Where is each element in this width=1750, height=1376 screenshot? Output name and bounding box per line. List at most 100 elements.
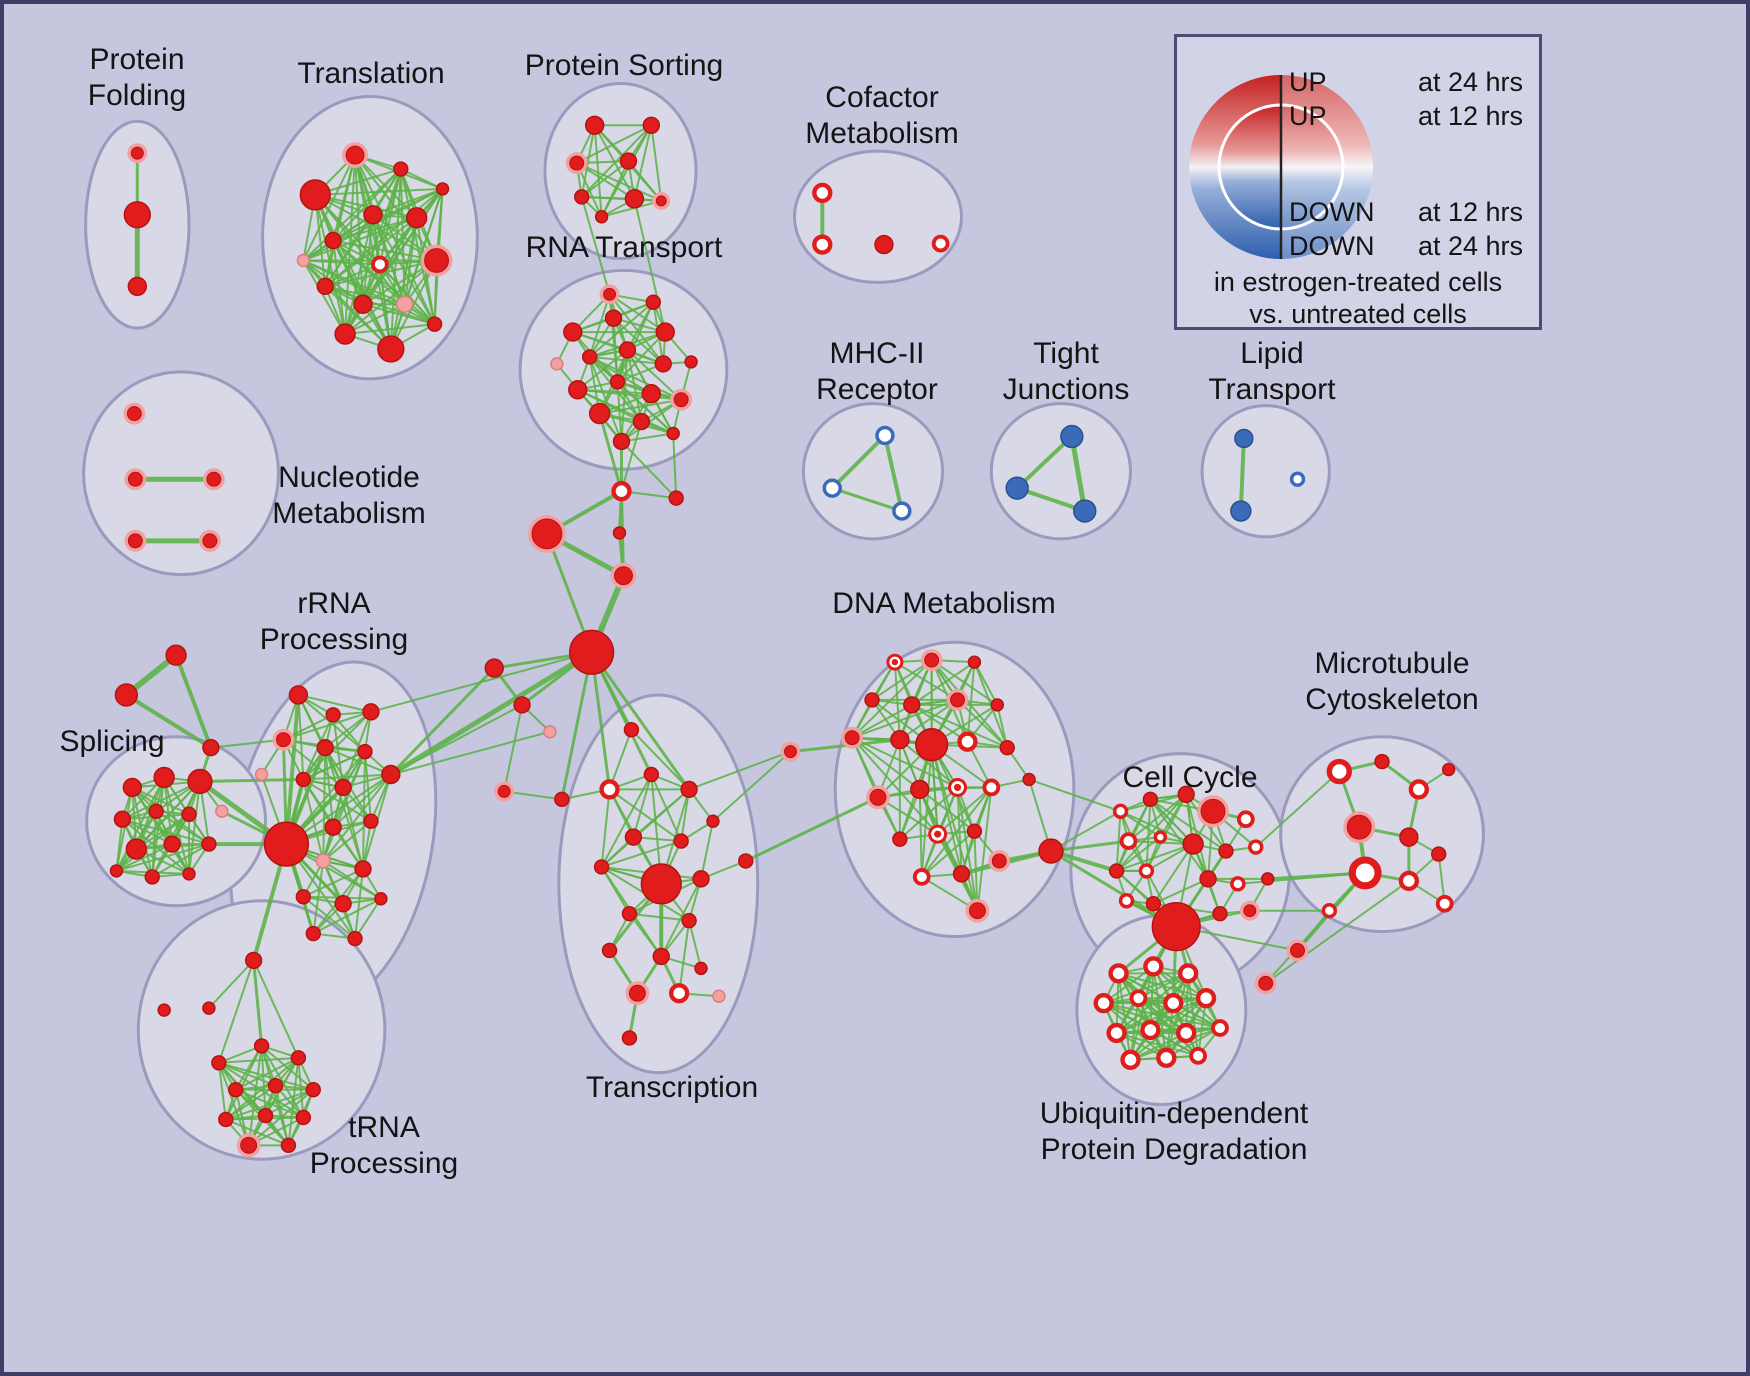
node-red [643,766,660,783]
node-ring [1348,856,1382,890]
edge [354,154,364,306]
edge [344,303,406,336]
node-red [621,905,638,922]
node-pink [254,767,269,782]
edge [1115,1002,1175,1034]
edge [930,743,979,912]
cluster-label-nucleotide-metabolism: Nucleotide Metabolism [272,461,426,530]
node-red [612,526,627,540]
node-red [324,818,342,836]
node-red [654,355,672,373]
edge [620,440,678,500]
edge [362,303,436,326]
node-ring [1120,1049,1141,1070]
node-red [148,803,164,819]
node-red [125,838,148,860]
edge [287,1056,300,1147]
legend-row-up-12: UP at 12 hrs [1289,101,1523,132]
node-red [257,1107,274,1124]
edge [608,293,665,365]
edge [1149,997,1208,1031]
node-halo [968,902,986,920]
node-red [513,696,531,714]
legend-time-label: at 12 hrs [1417,197,1523,227]
edge [851,698,959,739]
edge [851,736,921,791]
node-halo [1200,798,1226,824]
cluster-label-mhc-ii-receptor: MHC-II Receptor [816,337,938,406]
edge [600,788,611,868]
edge [660,877,703,958]
edge [1015,486,1087,514]
node-blue [1060,424,1084,449]
node-red [374,892,388,906]
node-red [182,867,196,881]
edge [620,398,683,443]
node-red [316,738,334,757]
node-halo [924,652,940,668]
edge [851,703,913,739]
node-red [114,683,139,707]
edge [302,778,372,823]
edge [302,259,364,306]
edge [1069,433,1088,514]
node-ring [1398,870,1420,892]
node-red [253,1038,270,1054]
node-red [673,833,689,849]
node-ring [1195,988,1217,1009]
edge [588,355,643,423]
edge [744,795,880,863]
node-red [999,739,1015,756]
edge [302,259,381,266]
edge [1049,839,1131,853]
node-red [187,768,213,795]
edge [575,162,636,200]
node-red [1145,896,1162,912]
node-ring [1321,902,1338,919]
edge [598,412,623,493]
node-bluering [822,478,842,498]
edge [302,259,436,326]
node-halo [603,287,617,301]
cluster-label-cofactor-metabolism: Cofactor Metabolism [805,81,959,150]
node-ring [957,731,978,752]
node-red [347,930,363,947]
network-canvas [82,82,1485,1161]
node-halo [130,146,144,160]
edge [302,187,444,262]
node-red [706,814,720,828]
node-pink [550,357,564,371]
edge [1115,1031,1200,1057]
node-red [181,806,197,822]
edge [302,168,402,262]
node-red [864,692,880,708]
node-red [681,912,697,929]
node-blue [1230,500,1252,522]
node-red [568,380,588,400]
node-halo [673,392,689,408]
node-halo [126,406,142,422]
node-halo [497,784,511,798]
node-red [435,182,450,196]
node-halo [424,248,449,273]
edge [910,661,976,706]
edge [588,293,611,358]
node-ring [1435,894,1454,913]
node-red [324,231,342,250]
node-red [584,115,605,135]
node-red [393,161,409,177]
edge [871,659,933,701]
node-red [290,1050,307,1066]
edge [115,813,191,872]
edge [620,348,629,443]
node-red [990,698,1004,712]
edge [1119,810,1162,839]
node-red [694,961,708,976]
node-red [601,942,618,959]
edge [910,703,1009,749]
node-red [966,823,983,839]
legend-right-half-overlay [1281,75,1373,259]
edge [388,649,595,777]
legend-direction-label: UP [1289,67,1327,97]
node-red [1374,753,1390,770]
